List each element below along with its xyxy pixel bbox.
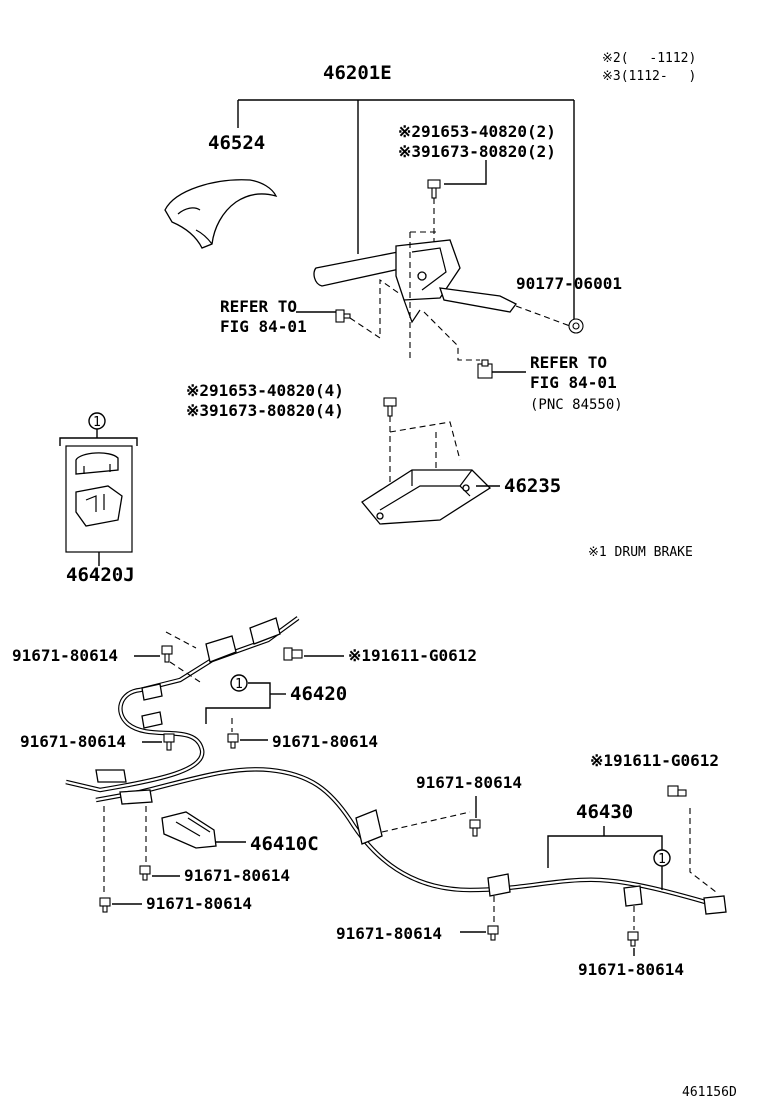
lever-bracket-part [361,469,492,525]
refer-right-line2[interactable]: FIG 84-01 [530,373,617,392]
label-46420[interactable]: 46420 [290,683,347,705]
bolt-2 [163,733,175,751]
label-91653-40820-4[interactable]: ※291653-40820(4) [186,381,344,400]
bolt-top [427,179,441,199]
refer-right-line3[interactable]: (PNC 84550) [530,397,623,413]
label-91611-G0612-rear[interactable]: ※191611-G0612 [590,751,719,770]
label-91673-80820-4[interactable]: ※391673-80820(4) [186,401,344,420]
note-range-2: ※2( -1112) [602,51,696,66]
note-drum-brake: ※1 DRUM BRAKE [588,545,693,560]
refer-left-line1[interactable]: REFER TO [220,297,297,316]
bolt-3 [227,733,239,749]
bolt-5 [139,865,151,881]
bolt-mid [383,397,397,417]
refer-right-clip [477,359,493,379]
label-91653-40820-2[interactable]: ※291653-40820(2) [398,122,556,141]
refer-right-line1[interactable]: REFER TO [530,353,607,372]
diagram-id: 461156D [682,1085,737,1100]
label-46201E[interactable]: 46201E [323,62,392,84]
label-bolt-2[interactable]: 91671-80614 [20,732,126,751]
kit-marker-3: 1 [658,852,666,867]
refer-left-line2[interactable]: FIG 84-01 [220,317,307,336]
rear-cable-part [95,767,727,915]
note-range-3: ※3(1112- ) [602,69,696,84]
kit-46420J-parts [75,452,123,527]
label-91611-G0612-front[interactable]: ※191611-G0612 [348,646,477,665]
label-bolt-5[interactable]: 91671-80614 [184,866,290,885]
bolt-7 [487,925,499,941]
bolt-6 [99,897,111,913]
kit-marker-2: 1 [235,677,243,692]
bolt-g0612-rear [667,785,687,797]
label-bolt-3[interactable]: 91671-80614 [272,732,378,751]
leader-bolt-top [444,160,487,185]
label-46420J[interactable]: 46420J [66,564,135,586]
label-bolt-6[interactable]: 91671-80614 [146,894,252,913]
refer-left-bolt [335,309,351,323]
label-46235[interactable]: 46235 [504,475,561,497]
label-46430[interactable]: 46430 [576,801,633,823]
cable-bracket-46410C [161,811,217,849]
bolt-8 [627,931,639,947]
kit-marker-1: 1 [93,415,101,430]
bolt-1 [161,645,173,663]
nut-90177 [568,318,584,334]
label-46524[interactable]: 46524 [208,132,265,154]
bolt-g0612-front [283,647,303,661]
label-bolt-4[interactable]: 91671-80614 [416,773,522,792]
leader-46201E [237,99,575,322]
console-cover-part [164,179,278,249]
label-91673-80820-2[interactable]: ※391673-80820(2) [398,142,556,161]
label-bolt-7[interactable]: 91671-80614 [336,924,442,943]
label-bolt-8[interactable]: 91671-80614 [578,960,684,979]
label-46410C[interactable]: 46410C [250,833,319,855]
parking-brake-lever-part [313,239,517,324]
bolt-4 [469,819,481,837]
front-cable-part [65,616,300,793]
label-90177-06001[interactable]: 90177-06001 [516,274,622,293]
label-bolt-1[interactable]: 91671-80614 [12,646,118,665]
